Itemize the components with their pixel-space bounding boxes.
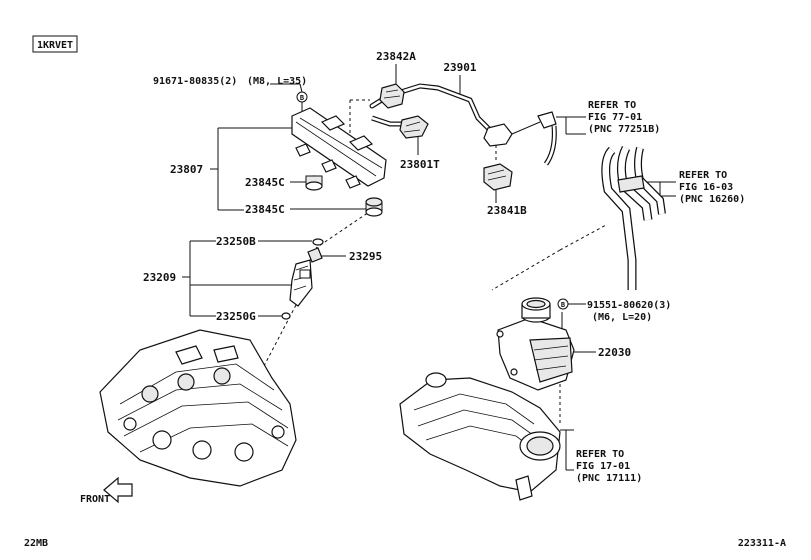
label-23901[interactable]: 23901 xyxy=(443,61,476,74)
label-23209[interactable]: 23209 xyxy=(143,271,176,284)
hose-assembly[interactable] xyxy=(601,145,666,290)
label-23841B[interactable]: 23841B xyxy=(487,204,527,217)
cylinder-head xyxy=(99,329,297,487)
fuel-rail-23807[interactable] xyxy=(291,107,387,189)
label-91671-spec: (M8, L=35) xyxy=(247,76,307,87)
label-23842A[interactable]: 23842A xyxy=(376,50,416,63)
label-23845C-lower[interactable]: 23845C xyxy=(245,203,285,216)
spacer-23845C-lower[interactable] xyxy=(365,197,383,217)
ref3-line2[interactable]: FIG 17-01 xyxy=(576,461,630,472)
label-23807[interactable]: 23807 xyxy=(170,163,203,176)
ref2-line1: REFER TO xyxy=(679,170,727,181)
insulator-23295[interactable] xyxy=(307,247,323,263)
spacer-23845C-upper[interactable] xyxy=(305,175,323,191)
leader-lines xyxy=(182,64,676,471)
label-23845C-upper[interactable]: 23845C xyxy=(245,176,285,189)
bolt-marker-label: B xyxy=(300,94,304,102)
label-23295[interactable]: 23295 xyxy=(349,250,382,263)
throttle-body-22030[interactable] xyxy=(496,297,575,391)
footer-right-code: 223311-A xyxy=(738,538,786,549)
label-22030[interactable]: 22030 xyxy=(598,346,631,359)
intake-manifold xyxy=(399,372,561,501)
bolt-marker-lower[interactable]: B xyxy=(557,298,569,310)
engine-code-box: 1KRVET xyxy=(32,35,78,53)
engine-code: 1KRVET xyxy=(37,40,73,51)
ref1-line3: (PNC 77251B) xyxy=(588,124,660,135)
fuel-injector[interactable] xyxy=(289,259,313,307)
front-arrow-icon xyxy=(103,476,133,504)
clamp-23841B[interactable] xyxy=(483,163,513,191)
bolt-marker-label: B xyxy=(561,301,565,309)
ref3-line1: REFER TO xyxy=(576,449,624,460)
o-ring-23250B[interactable] xyxy=(312,238,324,246)
label-91671-80835[interactable]: 91671-80835(2) xyxy=(153,76,237,87)
bolt-marker-upper[interactable]: B xyxy=(296,91,308,103)
label-91551-spec: (M6, L=20) xyxy=(592,312,652,323)
ref2-line3: (PNC 16260) xyxy=(679,194,745,205)
label-91551-80620[interactable]: 91551-80620(3) xyxy=(587,300,671,311)
clamp-23801T[interactable] xyxy=(399,115,429,139)
o-ring-23250G[interactable] xyxy=(281,312,291,320)
label-23250B[interactable]: 23250B xyxy=(216,235,256,248)
pipe-connector[interactable] xyxy=(483,111,557,166)
ref2-line2[interactable]: FIG 16-03 xyxy=(679,182,733,193)
front-label: FRONT xyxy=(80,494,110,505)
label-23250G[interactable]: 23250G xyxy=(216,310,256,323)
footer-left-code: 22MB xyxy=(24,538,48,549)
ref3-line3: (PNC 17111) xyxy=(576,473,642,484)
ref1-line1: REFER TO xyxy=(588,100,636,111)
ref1-line2[interactable]: FIG 77-01 xyxy=(588,112,642,123)
clamp-23842A[interactable] xyxy=(379,83,405,109)
label-23801T[interactable]: 23801T xyxy=(400,158,440,171)
